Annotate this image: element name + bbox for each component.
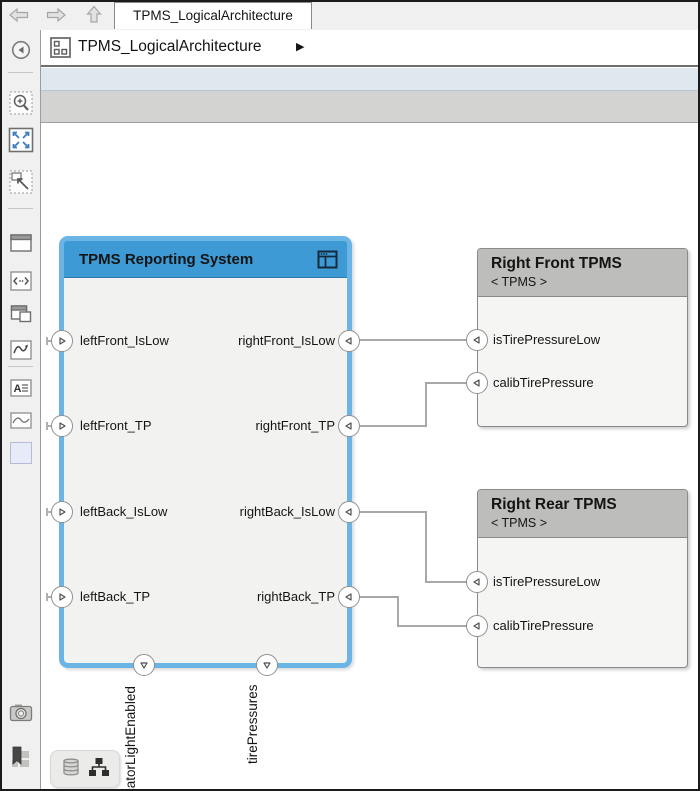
- nav-up-icon[interactable]: [84, 4, 104, 31]
- port-label[interactable]: rightBack_IsLow: [239, 504, 335, 519]
- fit-to-view-icon[interactable]: [8, 127, 34, 153]
- view-toggle-pill[interactable]: [50, 750, 120, 788]
- port-label[interactable]: isTirePressureLow: [493, 574, 601, 589]
- component-stereotype: < TPMS >: [491, 275, 548, 289]
- tab-strip: TPMS_LogicalArchitecture: [2, 2, 698, 31]
- port-label[interactable]: leftBack_TP: [80, 589, 151, 604]
- camera-icon[interactable]: [8, 700, 34, 726]
- connector-rightBack-TP[interactable]: [397, 596, 399, 627]
- component-title[interactable]: Right Rear TPMS: [491, 496, 617, 513]
- data-dictionary-icon[interactable]: [61, 756, 81, 783]
- connector-rightFront-TP[interactable]: [425, 382, 427, 427]
- port-in-icon[interactable]: [51, 501, 73, 523]
- svg-text:A: A: [14, 383, 22, 395]
- connector-rightBack-IsLow[interactable]: [425, 511, 427, 583]
- component-right-front-tpms[interactable]: Right Front TPMS < TPMS >: [477, 248, 688, 427]
- component-tpms-reporting-system[interactable]: TPMS Reporting System: [59, 236, 352, 668]
- toolbar-divider: [8, 208, 33, 209]
- model-badge-icon: [50, 37, 71, 63]
- connector-rightBack-IsLow[interactable]: [349, 511, 427, 513]
- area-box-icon[interactable]: [8, 440, 34, 466]
- nav-forward-icon[interactable]: [45, 6, 67, 29]
- left-toolbar: A: [2, 30, 41, 789]
- annotation-icon[interactable]: A: [8, 375, 34, 401]
- breadcrumb[interactable]: TPMS_LogicalArchitecture: [78, 38, 262, 55]
- signal-trace-icon[interactable]: [8, 337, 34, 363]
- port-in-icon[interactable]: [51, 330, 73, 352]
- port-label[interactable]: calibTirePressure: [493, 618, 594, 633]
- port-label[interactable]: rightFront_TP: [255, 418, 335, 433]
- tab-label: TPMS_LogicalArchitecture: [133, 8, 293, 23]
- connector-rightBack-TP[interactable]: [397, 625, 477, 627]
- port-down-icon[interactable]: [133, 654, 155, 676]
- port-label[interactable]: leftFront_TP: [80, 418, 152, 433]
- back-circle-icon[interactable]: [8, 37, 34, 63]
- toolstrip-band: [41, 68, 698, 91]
- port-label[interactable]: isTirePressureLow: [493, 332, 601, 347]
- duplicate-window-icon[interactable]: [8, 302, 34, 328]
- port-label[interactable]: rightFront_IsLow: [238, 333, 335, 348]
- port-label[interactable]: rightBack_TP: [256, 589, 335, 604]
- component-title[interactable]: Right Front TPMS: [491, 255, 622, 272]
- port-out-icon[interactable]: [338, 586, 360, 608]
- architecture-view-icon: [317, 250, 338, 268]
- nav-back-icon[interactable]: [8, 6, 30, 29]
- boundary-stub-tick: [46, 593, 48, 601]
- port-in-icon[interactable]: [466, 571, 488, 593]
- component-header[interactable]: TPMS Reporting System: [64, 241, 347, 278]
- toolbar-divider: [8, 72, 33, 73]
- connector-rightBack-IsLow[interactable]: [425, 581, 477, 583]
- port-label-rotated[interactable]: catorLightEnabled: [123, 686, 138, 791]
- image-icon[interactable]: [8, 407, 34, 433]
- connector-rightFront-IsLow[interactable]: [349, 339, 477, 341]
- comment-slashes-icon[interactable]: [8, 782, 34, 789]
- port-in-icon[interactable]: [51, 586, 73, 608]
- port-out-icon[interactable]: [338, 330, 360, 352]
- port-label[interactable]: calibTirePressure: [493, 375, 594, 390]
- breadcrumb-caret-icon[interactable]: ▶: [296, 41, 305, 53]
- code-viewer-icon[interactable]: [8, 268, 34, 294]
- port-out-icon[interactable]: [338, 501, 360, 523]
- zoom-actual-icon[interactable]: [8, 169, 34, 195]
- port-down-icon[interactable]: [256, 654, 278, 676]
- window-icon[interactable]: [8, 230, 34, 256]
- component-title[interactable]: TPMS Reporting System: [79, 250, 254, 268]
- connector-rightBack-TP[interactable]: [349, 596, 399, 598]
- component-header[interactable]: Right Rear TPMS < TPMS >: [478, 490, 687, 538]
- component-stereotype: < TPMS >: [491, 516, 548, 530]
- port-in-icon[interactable]: [466, 329, 488, 351]
- component-header[interactable]: Right Front TPMS < TPMS >: [478, 249, 687, 297]
- boundary-stub-tick: [46, 508, 48, 516]
- connector-rightFront-TP[interactable]: [349, 425, 427, 427]
- port-in-icon[interactable]: [51, 415, 73, 437]
- port-label[interactable]: leftBack_IsLow: [80, 504, 168, 519]
- palette-band: [41, 91, 698, 123]
- toolbar-divider: [8, 366, 33, 367]
- port-in-icon[interactable]: [466, 615, 488, 637]
- port-label[interactable]: leftFront_IsLow: [80, 333, 169, 348]
- component-right-rear-tpms[interactable]: Right Rear TPMS < TPMS >: [477, 489, 688, 668]
- boundary-stub-tick: [46, 422, 48, 430]
- port-out-icon[interactable]: [338, 415, 360, 437]
- port-label-rotated[interactable]: tirePressures: [245, 684, 260, 764]
- zoom-region-icon[interactable]: [8, 90, 34, 116]
- tab-tpms-logical-architecture[interactable]: TPMS_LogicalArchitecture: [114, 2, 312, 29]
- model-hierarchy-icon[interactable]: [88, 757, 110, 782]
- breadcrumb-bar: TPMS_LogicalArchitecture ▶: [41, 30, 698, 67]
- report-bookmark-icon[interactable]: [8, 745, 34, 771]
- connector-rightFront-TP[interactable]: [425, 382, 477, 384]
- port-in-icon[interactable]: [466, 372, 488, 394]
- boundary-stub-tick: [46, 337, 48, 345]
